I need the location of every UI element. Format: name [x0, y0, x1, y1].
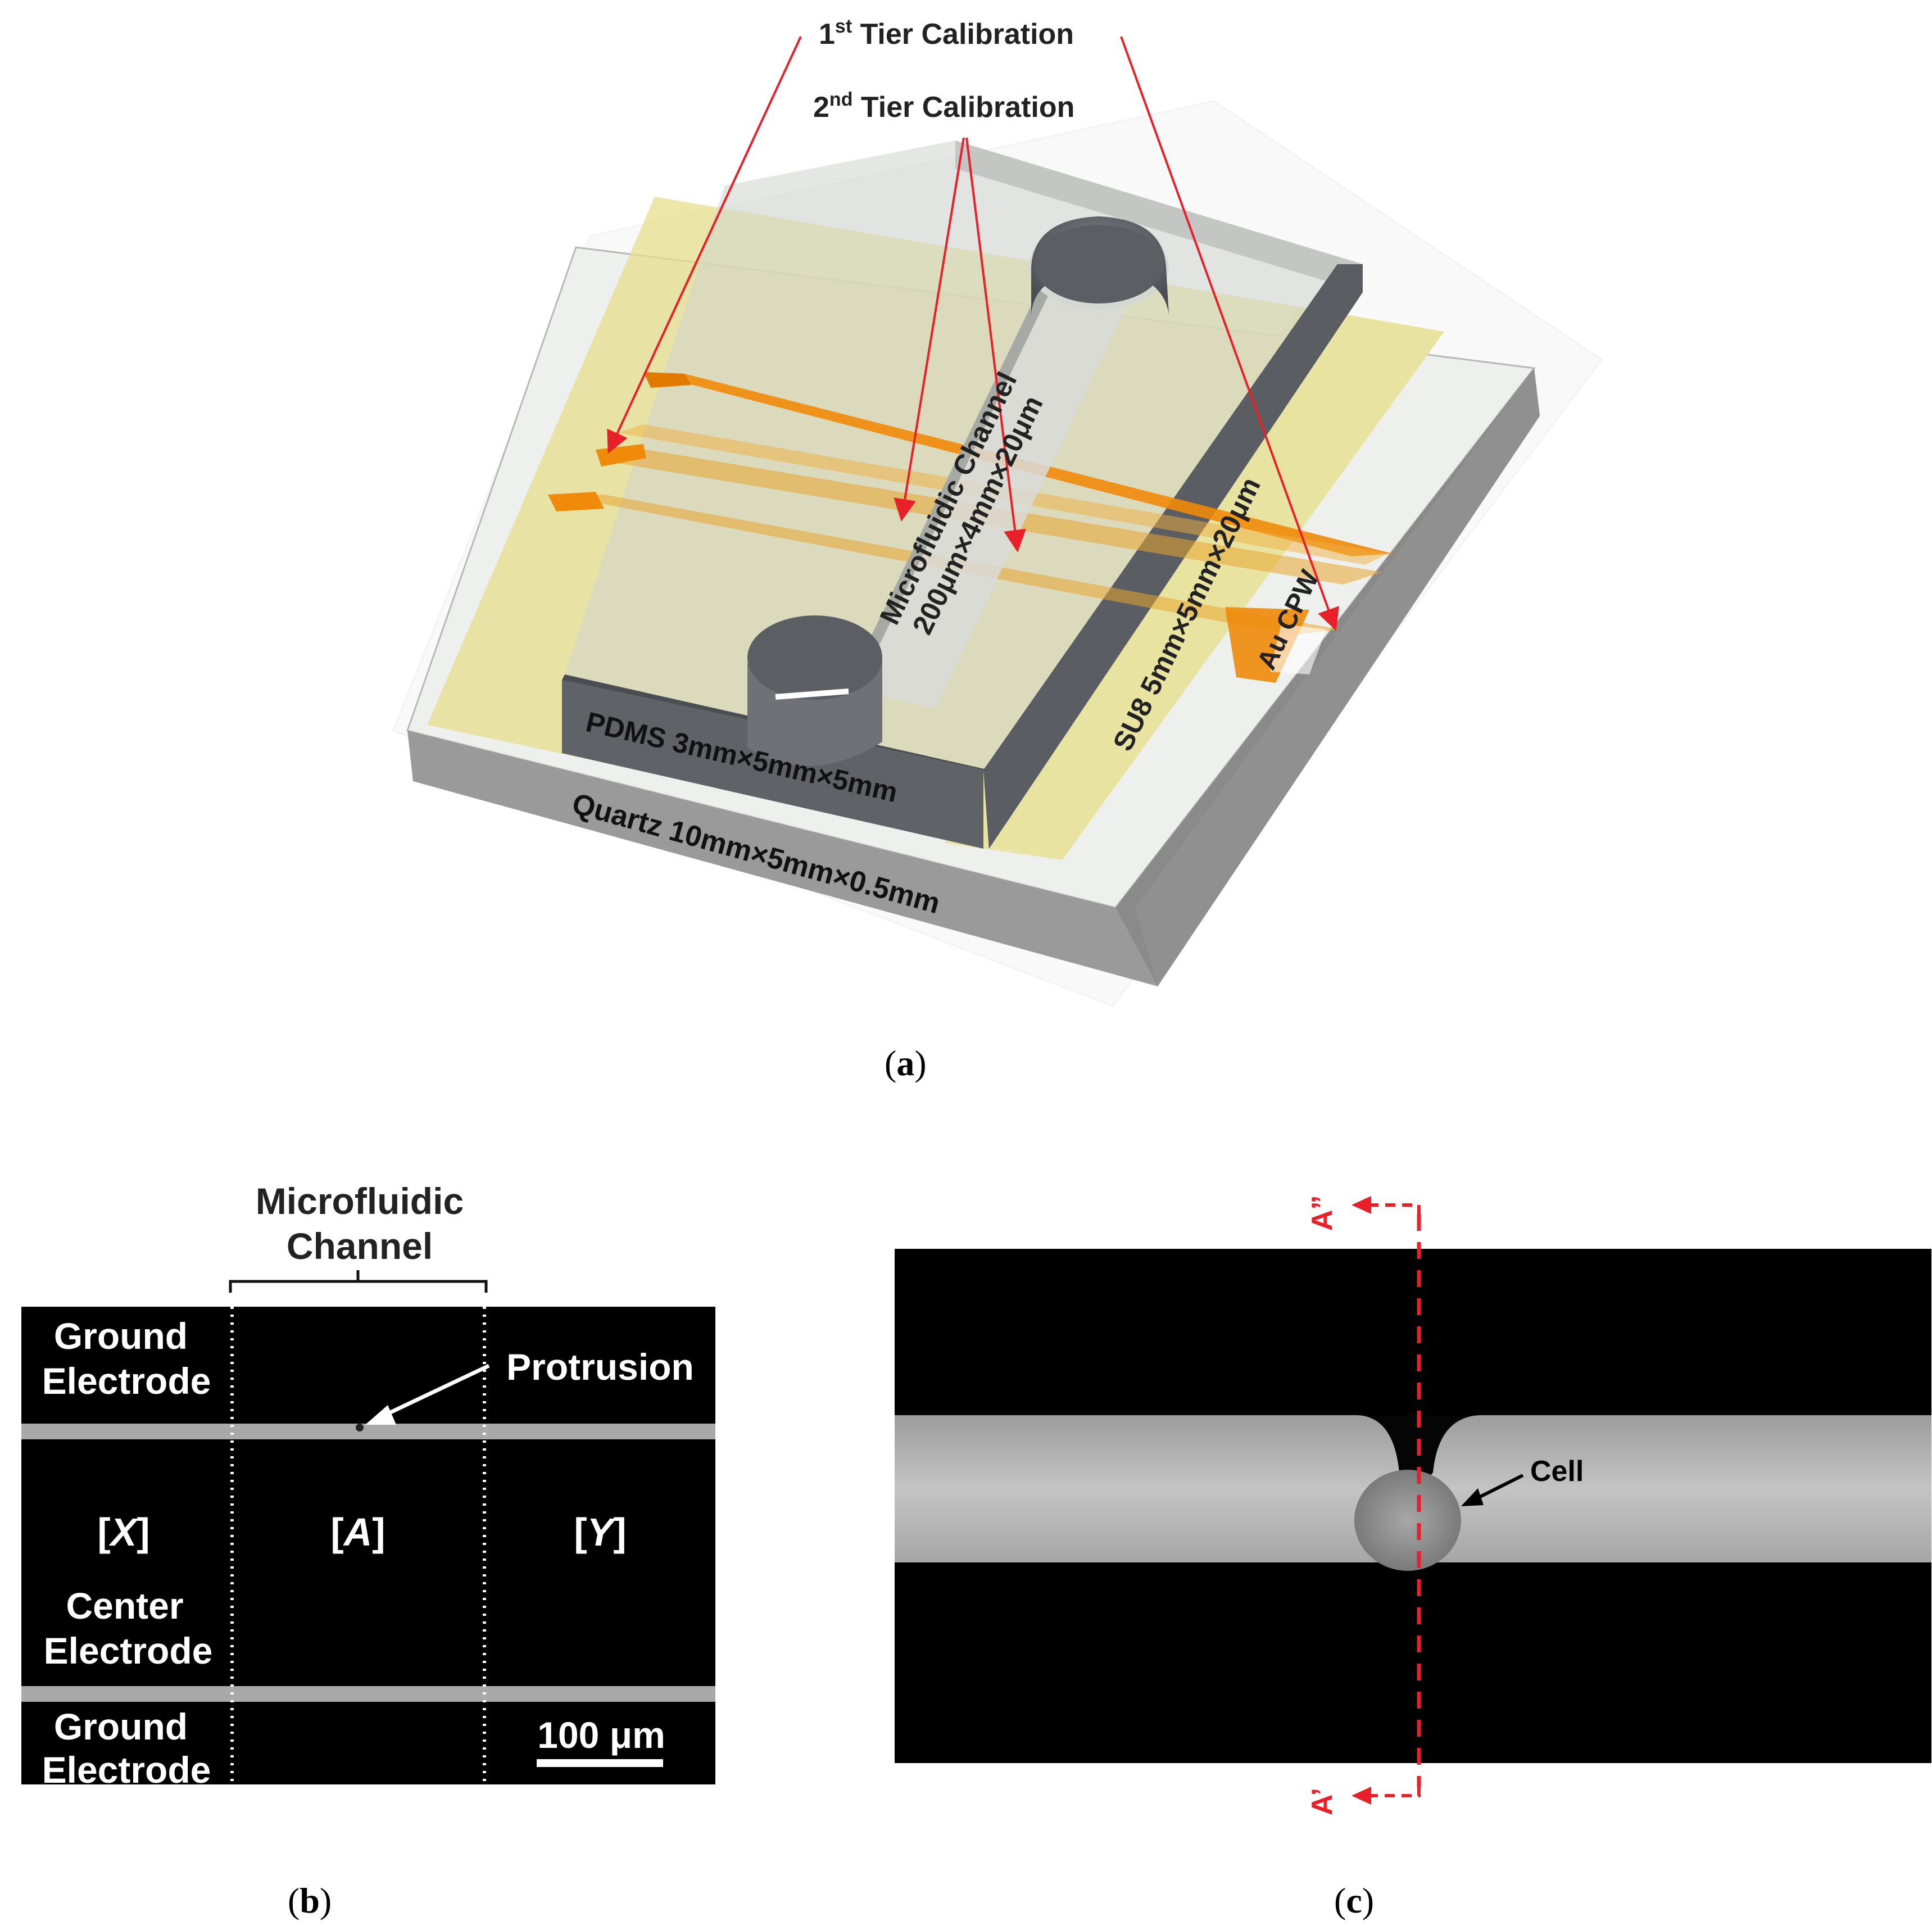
label-channel: Channel [287, 1225, 433, 1267]
label-microfluidic: Microfluidic [256, 1180, 464, 1222]
microfluidic-channel [846, 247, 1146, 708]
section-arrowhead-bottom [1352, 1787, 1371, 1805]
label-cell: Cell [1530, 1455, 1584, 1488]
label-protrusion: Protrusion [506, 1346, 694, 1388]
label-section-top: A” [1306, 1195, 1339, 1231]
label-region-x: [X] [97, 1510, 149, 1554]
protrusion-dot [356, 1424, 364, 1431]
label-ground-top-1: Ground [54, 1315, 188, 1357]
protrusion-arrow [381, 1363, 490, 1419]
inlet-hole-bottom [747, 615, 882, 766]
callout-2nd-tier: 2nd Tier Calibration [813, 89, 1074, 124]
panel-b-micrograph: Microfluidic Channel Ground Electrode Pr… [21, 1180, 715, 1791]
scale-bar [537, 1759, 663, 1767]
panel-c-micrograph: A” A’ Cell [895, 1195, 1931, 1815]
section-arrowhead-top [1352, 1196, 1371, 1214]
label-center-1: Center [66, 1585, 183, 1627]
channel-bracket [229, 1270, 488, 1293]
cell-arrow [1471, 1474, 1524, 1502]
caption-c: (c) [1334, 1881, 1375, 1920]
protrusion-arrowhead [365, 1405, 396, 1425]
micrograph-background [21, 1307, 715, 1784]
section-marker-top [1360, 1203, 1421, 1215]
label-center-2: Electrode [44, 1630, 213, 1671]
label-ground-bot-1: Ground [54, 1706, 188, 1747]
caption-b: (b) [288, 1881, 332, 1920]
label-ground-bot-2: Electrode [42, 1749, 211, 1791]
panel-a-diagram: 1st Tier Calibration 2nd Tier Calibratio… [392, 16, 1603, 1007]
scale-bar-label: 100 μm [537, 1714, 665, 1756]
label-section-bottom: A’ [1306, 1788, 1339, 1815]
ground-gap-bottom [21, 1686, 715, 1702]
cell-body [1354, 1470, 1461, 1571]
callout-arrows [607, 36, 1339, 631]
label-region-y: [Y] [574, 1510, 626, 1554]
cell-arrowhead [1461, 1488, 1484, 1506]
inlet-hole-top [1028, 216, 1169, 315]
callout-1st-tier: 1st Tier Calibration [819, 16, 1074, 51]
section-marker-bottom [1360, 1786, 1421, 1797]
caption-a: (a) [885, 1043, 927, 1083]
label-region-a: [A] [330, 1510, 385, 1554]
ground-gap-top [21, 1424, 715, 1439]
label-ground-top-2: Electrode [42, 1360, 211, 1402]
